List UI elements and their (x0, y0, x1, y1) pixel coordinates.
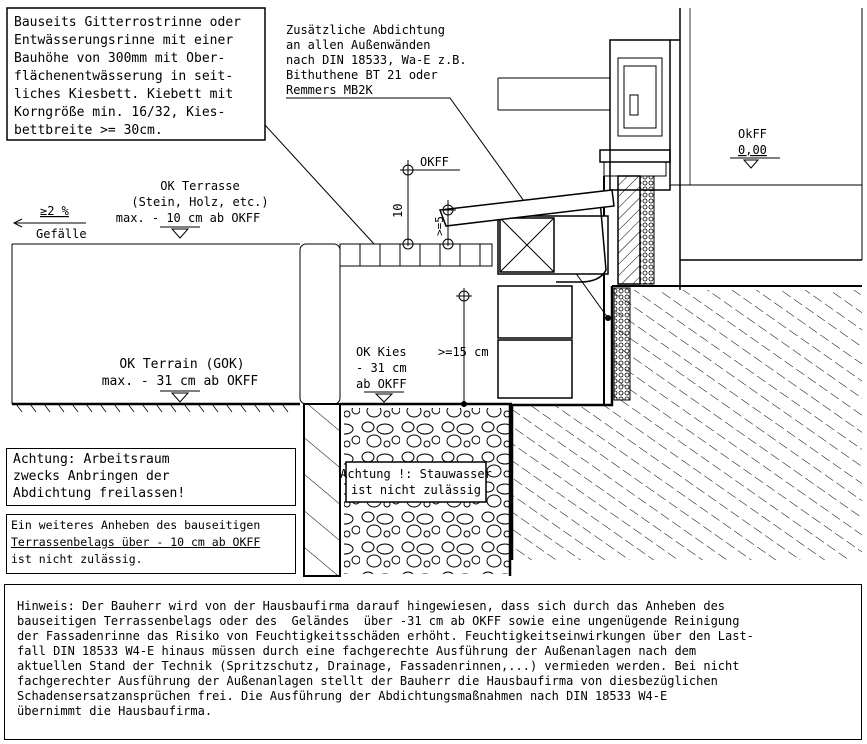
foundation-slab (512, 290, 862, 560)
svg-text:Zusätzliche Abdichtung: Zusätzliche Abdichtung (286, 23, 445, 37)
svg-text:flächenentwässerung in seit-: flächenentwässerung in seit- (14, 69, 233, 84)
svg-text:(Stein, Holz, etc.): (Stein, Holz, etc.) (131, 195, 268, 209)
note-water-box (345, 461, 487, 503)
okff-marker: OKFF 10 >=5 (391, 155, 460, 250)
leader-drainage (264, 124, 376, 246)
hint-box: Hinweis: Der Bauherr wird von der Hausba… (4, 584, 862, 740)
svg-text:nach DIN 18533, Wa-E z.B.: nach DIN 18533, Wa-E z.B. (286, 53, 467, 67)
hint-line-7: Schadensersatzansprüchen frei. Die Ausfü… (17, 689, 668, 703)
terrain-line (12, 402, 512, 413)
svg-text:0,00: 0,00 (738, 143, 767, 157)
dim-15: >=15 cm (438, 288, 489, 407)
svg-text:10: 10 (391, 204, 405, 218)
hint-line-6: fachgerechter Ausführung der Außenanlage… (17, 674, 718, 688)
hint-line-2: bauseitigen Terrassenbelags oder des Gel… (17, 614, 740, 628)
note-raise-line-1: Ein weiteres Anheben des bauseitigen (11, 518, 261, 532)
note-raise-line-3: ist nicht zulässig. (11, 552, 143, 566)
grate-cover (438, 189, 615, 227)
note-drainage-box (6, 7, 266, 141)
slab-edge (510, 286, 614, 560)
hint-line-5: aktuellen Stand der Technik (Spritzschut… (17, 659, 740, 673)
terrain-level-label: OK Terrain (GOK) max. - 31 cm ab OKFF (102, 357, 259, 403)
note-drainage-text: Bauseits Gitterrostrinne oder Entwässeru… (14, 15, 241, 138)
svg-text:ab OKFF: ab OKFF (356, 377, 407, 391)
hint-line-4: fall DIN 18533 W4-E hinaus müssen durch … (17, 644, 697, 658)
svg-text:Gefälle: Gefälle (36, 227, 87, 241)
svg-text:OKFF: OKFF (420, 155, 449, 169)
svg-text:OK Kies: OK Kies (356, 345, 407, 359)
svg-text:an allen Außenwänden: an allen Außenwänden (286, 38, 431, 52)
svg-text:Bauhöhe von 300mm mit Ober-: Bauhöhe von 300mm mit Ober- (14, 51, 225, 66)
hint-line-1: Hinweis: Der Bauherr wird von der Hausba… (17, 599, 726, 613)
note-sealing-text: Zusätzliche Abdichtung an allen Außenwän… (286, 23, 467, 97)
note-workspace: Achtung: Arbeitsraum zwecks Anbringen de… (6, 448, 296, 506)
svg-text:>=5: >=5 (433, 216, 446, 236)
svg-text:liches Kiesbett. Kiebett mit: liches Kiesbett. Kiebett mit (14, 87, 233, 102)
svg-text:≥2 %: ≥2 % (40, 204, 70, 218)
svg-text:Korngröße min. 16/32, Kies-: Korngröße min. 16/32, Kies- (14, 105, 225, 120)
note-workspace-line-2: zwecks Anbringen der (13, 469, 170, 484)
svg-text:- 31 cm: - 31 cm (356, 361, 407, 375)
svg-text:>=15 cm: >=15 cm (438, 345, 489, 359)
terrace-paving (11, 243, 493, 405)
okff-right-marker: OkFF 0,00 (730, 127, 780, 169)
svg-text:OK Terrain (GOK): OK Terrain (GOK) (119, 357, 244, 372)
svg-text:bettbreite >= 30cm.: bettbreite >= 30cm. (14, 123, 163, 138)
gravel-level-label: OK Kies - 31 cm ab OKFF (356, 345, 407, 403)
svg-text:Entwässerungsrinne mit einer: Entwässerungsrinne mit einer (14, 33, 233, 48)
retaining-wall (303, 403, 341, 577)
note-water-line-2: ist nicht zulässig (351, 483, 481, 497)
svg-text:max. - 10 cm ab OKFF: max. - 10 cm ab OKFF (116, 211, 261, 225)
svg-text:Remmers MB2K: Remmers MB2K (286, 83, 373, 97)
drain-channel (497, 199, 609, 399)
insulation-column (639, 175, 655, 285)
wall-hatch-column (617, 175, 641, 285)
hint-line-3: der Fassadenrinne das Risiko von Feuchti… (17, 629, 754, 643)
svg-text:max. - 31 cm ab OKFF: max. - 31 cm ab OKFF (102, 374, 259, 389)
window-frame (497, 8, 863, 290)
hint-line-8: übernimmt die Hausbaufirma. (17, 704, 213, 718)
note-raise-line-2: Terrassenbelags über - 10 cm ab OKFF (11, 535, 261, 549)
leader-sealing-dot (605, 315, 611, 321)
svg-text:Bauseits Gitterrostrinne oder: Bauseits Gitterrostrinne oder (14, 15, 241, 30)
svg-text:OK Terrasse: OK Terrasse (160, 179, 239, 193)
note-water-line-1: Achtung !: Stauwasser (340, 467, 492, 481)
note-raise: Ein weiteres Anheben des bauseitigen Ter… (6, 514, 296, 574)
slope-indicator: ≥2 % Gefälle (12, 204, 87, 241)
terrace-level-label: OK Terrasse (Stein, Holz, etc.) max. - 1… (116, 179, 269, 239)
note-workspace-line-3: Abdichtung freilassen! (13, 486, 186, 501)
perimeter-insulation (613, 287, 631, 401)
svg-text:OkFF: OkFF (738, 127, 767, 141)
note-workspace-line-1: Achtung: Arbeitsraum (13, 452, 170, 467)
svg-text:Bithuthene BT 21 oder: Bithuthene BT 21 oder (286, 68, 438, 82)
